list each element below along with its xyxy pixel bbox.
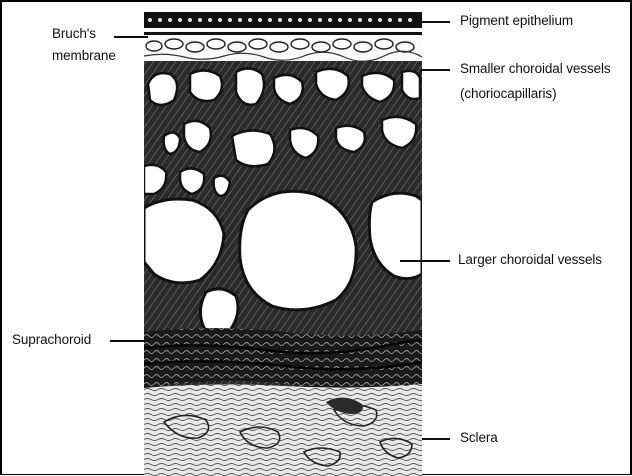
pigment-epithelium-layer bbox=[144, 12, 422, 28]
larger-vessels-leader bbox=[400, 260, 450, 262]
label-pigment-epithelium: Pigment epithelium bbox=[460, 11, 573, 30]
label-bruchs-membrane-line2: membrane bbox=[52, 46, 116, 65]
bruchs-membrane-layer bbox=[144, 28, 422, 61]
label-choriocapillaris: (choriocapillaris) bbox=[460, 84, 556, 103]
label-bruchs-membrane-line1: Bruch's bbox=[52, 24, 96, 43]
label-smaller-choroidal-vessels: Smaller choroidal vessels bbox=[460, 59, 611, 78]
label-larger-choroidal-vessels: Larger choroidal vessels bbox=[458, 250, 602, 269]
suprachoroid-layer bbox=[144, 328, 422, 389]
choroid-histology-illustration bbox=[144, 12, 422, 476]
bruchs-membrane-leader bbox=[114, 36, 148, 38]
pigment-epithelium-leader bbox=[420, 21, 450, 23]
suprachoroid-leader bbox=[110, 340, 150, 342]
label-suprachoroid: Suprachoroid bbox=[12, 330, 91, 349]
sclera-leader bbox=[422, 438, 450, 440]
sclera-layer bbox=[144, 384, 422, 476]
smaller-vessels-leader bbox=[420, 69, 450, 71]
label-sclera: Sclera bbox=[460, 428, 498, 447]
